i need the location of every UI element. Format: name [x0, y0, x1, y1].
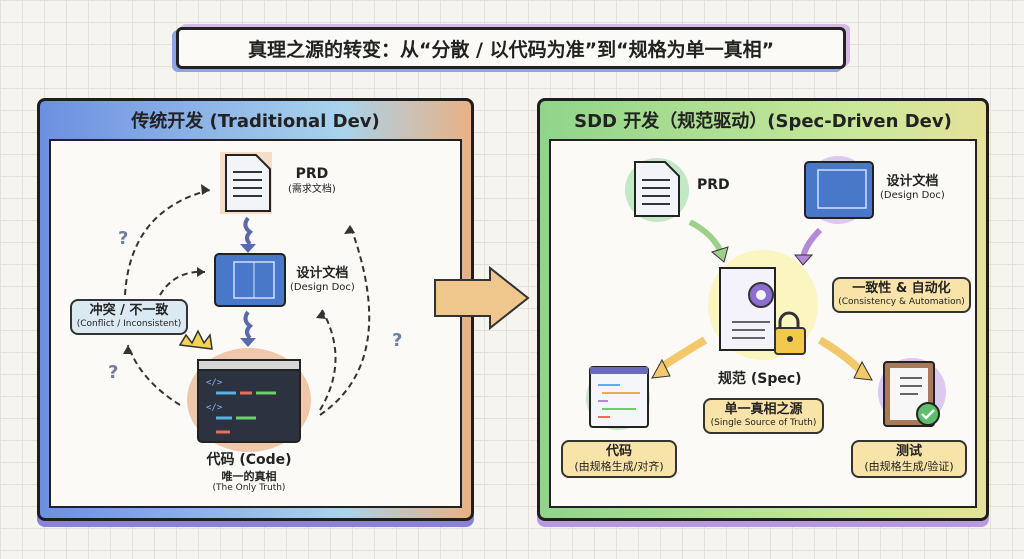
- design-doc-label: 设计文档(Design Doc): [290, 266, 355, 294]
- crown-icon: [178, 329, 213, 350]
- question-mark-icon: ?: [118, 228, 129, 249]
- single-source-bubble: 单一真相之源(Single Source of Truth): [703, 398, 824, 434]
- transition-arrow-icon: [434, 265, 530, 331]
- lock-icon: [774, 311, 806, 355]
- code-label: 代码 (Code)唯一的真相(The Only Truth): [206, 452, 292, 494]
- test-bubble: 测试(由规格生成/验证): [851, 440, 967, 478]
- squiggle-arrow-prd-to-design: [243, 216, 254, 246]
- question-mark-icon: ?: [108, 362, 119, 383]
- arrow-design-to-spec: [800, 227, 823, 259]
- dashed-arrow-to-design: [159, 270, 206, 296]
- dashed-arrow-code-to-design: [319, 309, 337, 411]
- conflict-bubble: 冲突 / 不一致(Conflict / Inconsistent): [70, 299, 188, 335]
- dashed-arrow-to-prd: [124, 189, 211, 296]
- blueprint-icon: [804, 156, 874, 224]
- code-window-icon: [586, 366, 650, 430]
- dashed-arrow-code-to-prd: [319, 224, 371, 416]
- svg-text:</>: </>: [206, 378, 223, 388]
- checkmark-icon: [916, 402, 940, 426]
- arrow-spec-to-test: [817, 336, 863, 373]
- sdd-design-doc-label: 设计文档(Design Doc): [880, 174, 945, 202]
- prd-document-icon: [220, 152, 272, 214]
- question-mark-icon: ?: [392, 330, 403, 351]
- code-window-icon: </> </>: [187, 348, 311, 452]
- test-clipboard-icon: [878, 358, 946, 427]
- traditional-dev-header: 传统开发 (Traditional Dev): [131, 111, 380, 132]
- arrow-spec-to-code: [657, 336, 708, 372]
- consistency-bubble: 一致性 & 自动化(Consistency & Automation): [832, 277, 971, 313]
- sdd-prd-label: PRD: [697, 177, 730, 193]
- code-bubble: 代码(由规格生成/对齐): [561, 440, 677, 478]
- page-title: 真理之源的转变：从“分散 / 以代码为准”到“规格为单一真相”: [176, 27, 846, 69]
- blueprint-icon: [214, 253, 286, 307]
- sdd-header: SDD 开发（规范驱动）(Spec-Driven Dev): [574, 111, 952, 132]
- prd-label: PRD(需求文档): [288, 166, 336, 195]
- squiggle-arrow-design-to-code: [243, 310, 254, 340]
- prd-document-icon: [625, 158, 689, 222]
- svg-text:</>: </>: [206, 403, 223, 413]
- spec-label: 规范 (Spec): [718, 371, 802, 387]
- spec-scroll-icon: [719, 267, 776, 351]
